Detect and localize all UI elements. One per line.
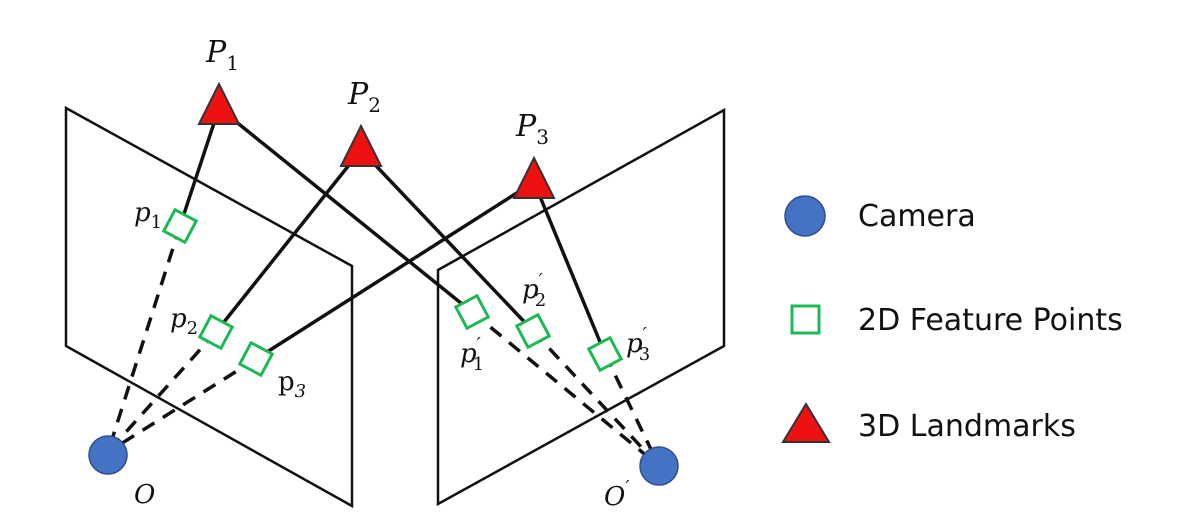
dash-p2-O	[106, 330, 218, 454]
legend: Camera 2D Feature Points 3D Landmarks	[781, 195, 1123, 444]
ray-P1-p1	[178, 107, 221, 227]
camera-icon	[784, 195, 826, 237]
ray-P3-p3-prime	[532, 181, 607, 355]
feature-point-p3	[237, 340, 275, 378]
legend-label-landmarks: 3D Landmarks	[858, 409, 1076, 444]
landmark-P3	[512, 155, 556, 199]
feature-point-p1	[161, 207, 199, 245]
feature-point-p2	[197, 313, 235, 351]
dash-p3-prime-O-prime	[603, 353, 661, 467]
landmark-P1	[197, 81, 241, 125]
right-image-plane	[436, 107, 726, 507]
label-camera-O-prime: O′	[604, 477, 629, 512]
ray-P1-p1-prime	[217, 106, 474, 314]
left-image-plane	[64, 105, 354, 509]
dash-p1-prime-O-prime	[470, 310, 661, 468]
feature-point-p3-prime	[586, 335, 624, 373]
label-p2: p2	[170, 304, 198, 339]
camera-O	[88, 435, 128, 475]
feature-point-p2-prime	[514, 312, 552, 350]
landmark-triangle-icon	[781, 402, 831, 443]
ray-P3-p3	[255, 180, 535, 361]
label-P3: P3	[515, 109, 549, 149]
label-p2-prime: p′2	[522, 270, 546, 311]
feature-square-icon	[790, 304, 821, 335]
label-p3: p3	[278, 367, 306, 402]
label-P1: P1	[205, 35, 239, 75]
label-P2: P2	[347, 77, 381, 117]
legend-label-feature-points: 2D Feature Points	[858, 303, 1123, 338]
ray-P2-p2	[214, 148, 363, 334]
feature-point-p1-prime	[453, 293, 491, 331]
label-p1: p1	[134, 198, 162, 233]
dash-p1-O	[106, 225, 182, 453]
legend-label-camera: Camera	[858, 199, 976, 234]
label-camera-O: O	[134, 480, 155, 510]
ray-P2-p2-prime	[359, 148, 535, 333]
dash-p3-O	[107, 357, 257, 454]
label-p3-prime: p′3	[626, 324, 650, 365]
camera-O-prime	[639, 446, 679, 486]
label-p1-prime: p′1	[460, 334, 484, 375]
landmark-P2	[339, 123, 383, 167]
dash-p2-prime-O-prime	[531, 329, 661, 468]
